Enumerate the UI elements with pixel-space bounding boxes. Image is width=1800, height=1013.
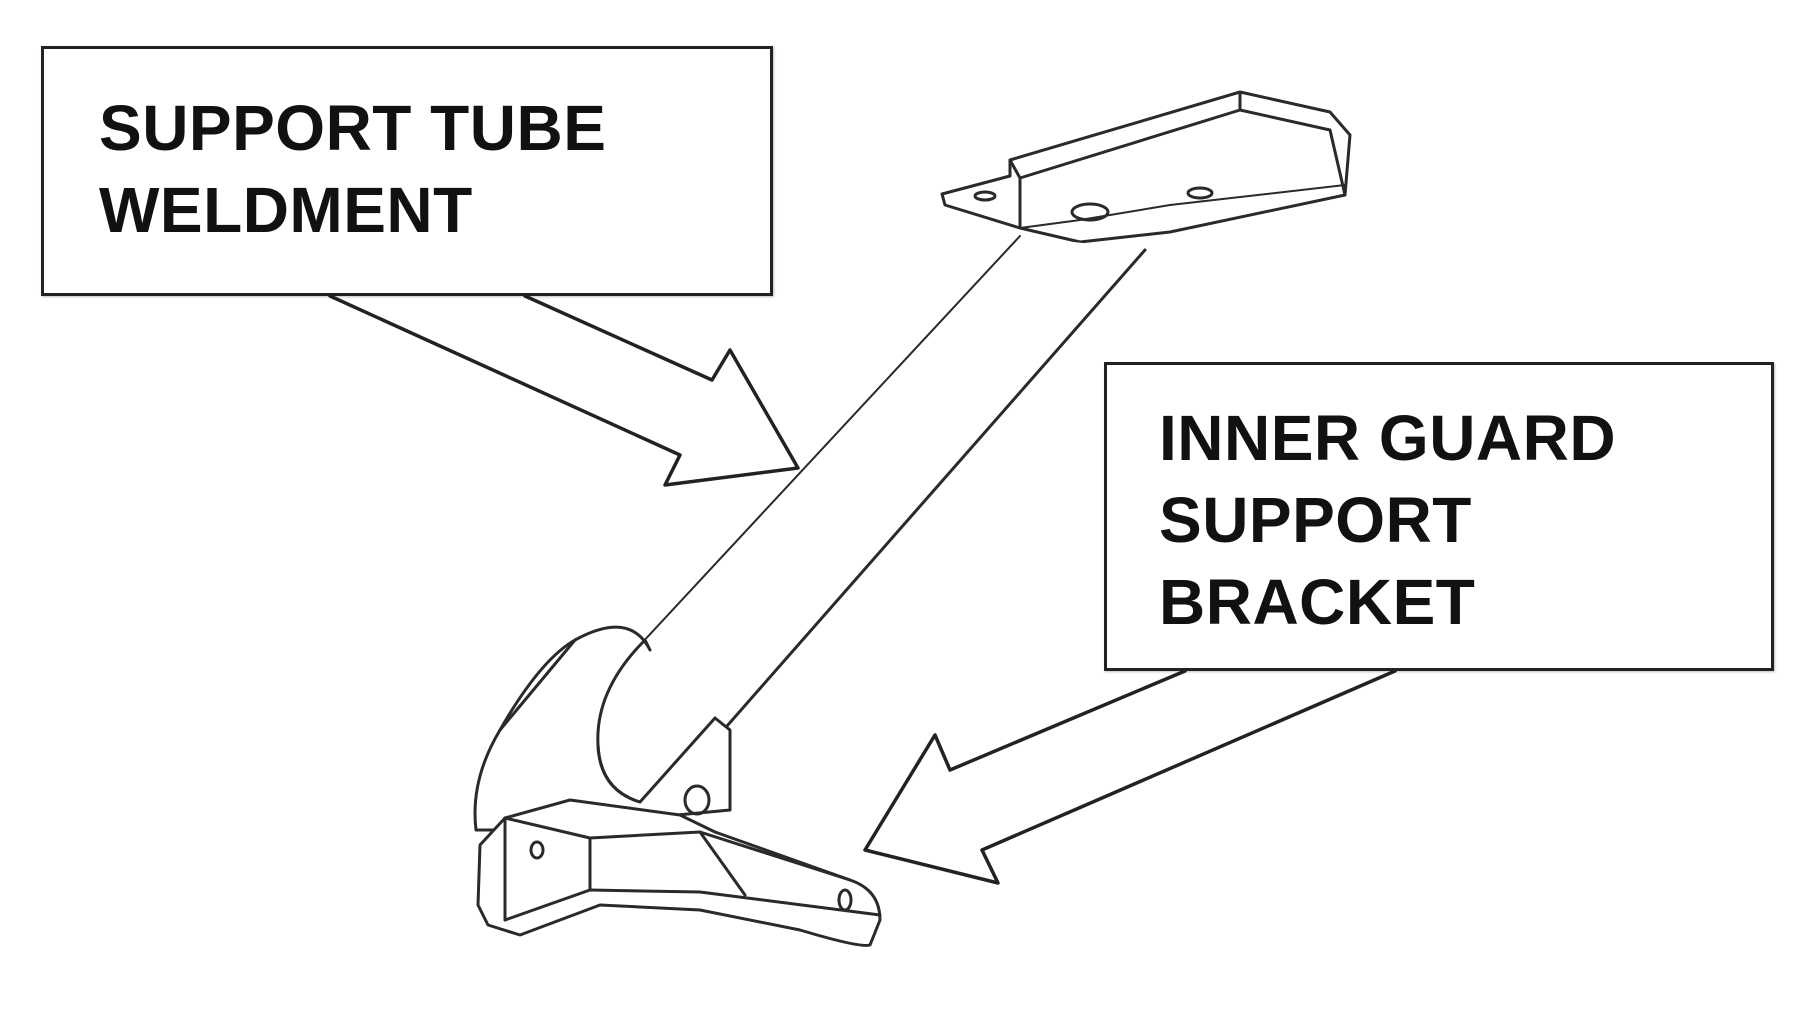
top-mounting-bracket	[940, 90, 1352, 244]
inner-guard-support-bracket-callout: INNER GUARD SUPPORT BRACKET	[1104, 362, 1774, 671]
callout-label-line: BRACKET	[1159, 566, 1476, 638]
callout-label-line: INNER GUARD	[1159, 402, 1617, 474]
lower-mounting-plate	[473, 625, 732, 832]
callout-label-line: SUPPORT	[1159, 484, 1472, 556]
lower-channel-bracket	[476, 798, 882, 947]
callout-label-line: WELDMENT	[99, 174, 473, 246]
arrow-icon	[328, 294, 800, 487]
support-tube-weldment-callout: SUPPORT TUBE WELDMENT	[41, 46, 773, 296]
support-tube	[639, 235, 1147, 802]
callout-label-line: SUPPORT TUBE	[99, 92, 607, 164]
arrow-icon	[863, 669, 1397, 885]
